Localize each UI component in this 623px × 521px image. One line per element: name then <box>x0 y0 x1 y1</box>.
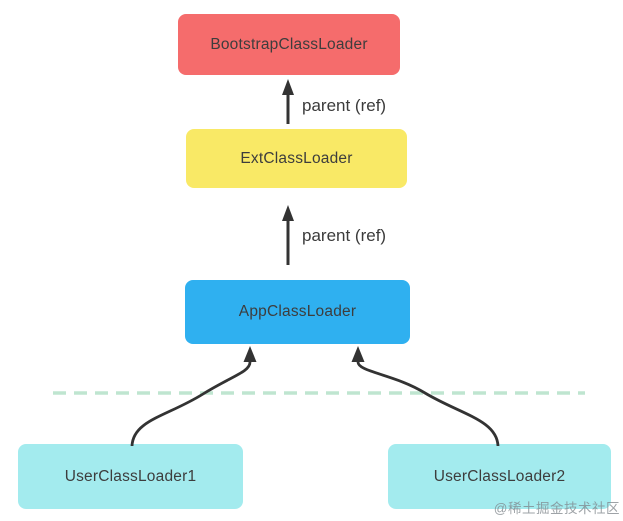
parent-arrowhead-ext-to-bootstrap <box>282 79 294 95</box>
node-bootstrap-label: BootstrapClassLoader <box>210 35 368 53</box>
node-user2-label: UserClassLoader2 <box>433 467 566 485</box>
arrowhead-user2-to-app <box>351 346 365 362</box>
node-bootstrap-classloader: BootstrapClassLoader <box>178 14 400 75</box>
watermark: @稀土掘金技术社区 <box>493 501 620 516</box>
node-app-classloader: AppClassLoader <box>185 280 410 344</box>
arrowhead-user1-to-app <box>243 346 257 362</box>
node-app-label: AppClassLoader <box>238 303 357 320</box>
arrow-user2-to-app <box>356 361 500 447</box>
node-user-classloader-2: UserClassLoader2 <box>388 444 611 509</box>
parent-arrowhead-app-to-ext <box>282 205 294 221</box>
edge-label-parent-ref-middle: parent (ref) <box>302 226 387 245</box>
arrow-user1-to-app <box>130 361 252 447</box>
node-ext-label: ExtClassLoader <box>240 149 353 167</box>
node-user1-label: UserClassLoader1 <box>64 467 197 485</box>
edge-label-parent-ref-top: parent (ref) <box>302 96 387 115</box>
node-ext-classloader: ExtClassLoader <box>186 129 407 188</box>
node-user-classloader-1: UserClassLoader1 <box>18 444 243 509</box>
